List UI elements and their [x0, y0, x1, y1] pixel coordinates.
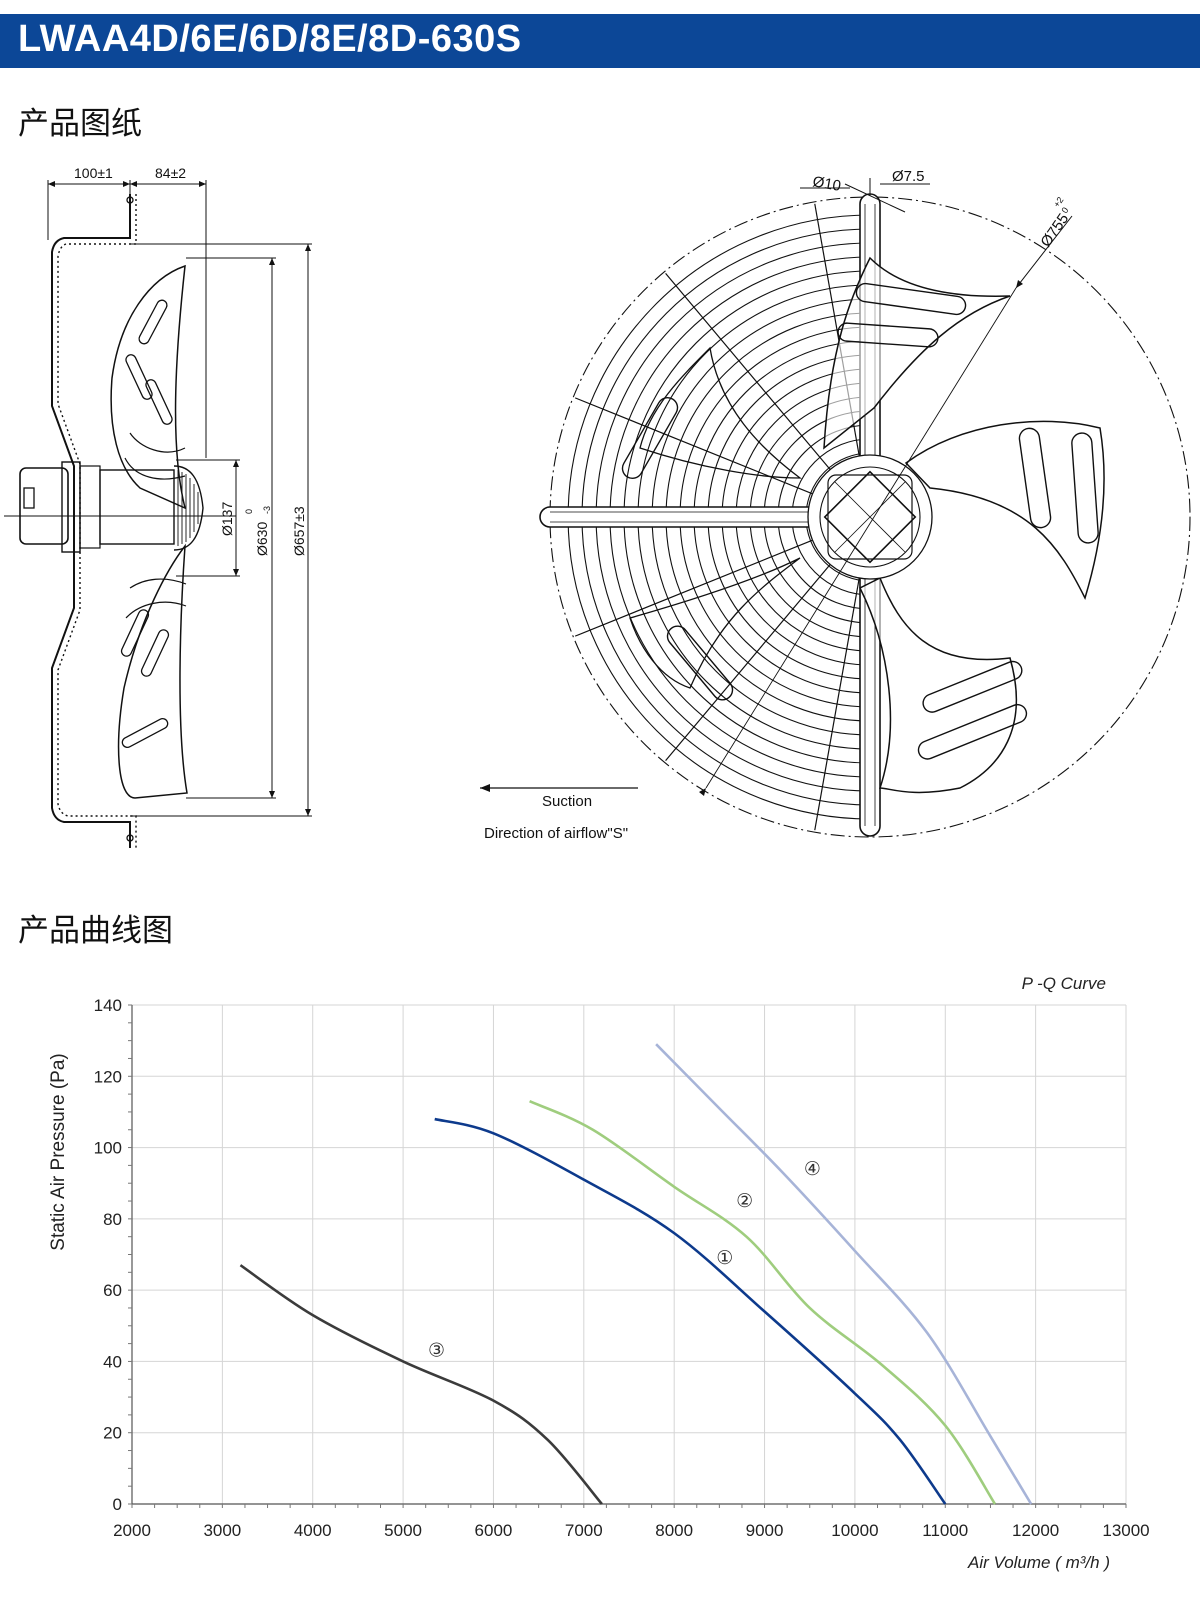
y-tick-label: 60: [103, 1281, 122, 1300]
guard-spoke: [814, 577, 860, 831]
product-model-title: LWAA4D/6E/6D/8E/8D-630S: [18, 18, 522, 60]
x-tick-label: 8000: [655, 1521, 693, 1540]
y-tick-label: 100: [94, 1139, 122, 1158]
product-drawing: 100±1 84±2 Ø137 Ø630 0 -3 Ø657±3: [4, 165, 1191, 848]
pq-curve-chart: 2000 3000 4000 5000 6000 7000 8000 9000 10000 110…: [48, 974, 1150, 1572]
series-line-4: [655, 1043, 1033, 1505]
guard-spoke: [574, 539, 813, 637]
x-tick-label: 4000: [294, 1521, 332, 1540]
x-tick-label: 3000: [203, 1521, 241, 1540]
airflow-direction-label: Direction of airflow"S": [484, 825, 628, 842]
dim-mount-tol-lower: 0: [1059, 205, 1070, 215]
dim-blade-tol-upper: 0: [244, 509, 254, 514]
chart-grid: [131, 1004, 1127, 1505]
x-tick-label: 11000: [922, 1521, 968, 1540]
chart-y-axis-label: Static Air Pressure (Pa): [48, 1053, 69, 1250]
front-view: [480, 178, 1191, 838]
dim-blade-label: Ø630: [254, 522, 270, 556]
guard-spoke: [574, 397, 813, 495]
dim-hole-label: Ø10: [811, 173, 842, 195]
chart-x-axis-label: Air Volume ( m³/h ): [967, 1553, 1110, 1572]
chart-labels: ① ② ③ ④: [428, 1159, 821, 1362]
drawing-section-title: 产品图纸: [18, 106, 142, 142]
series-label-2: ②: [736, 1191, 753, 1212]
chart-series: [239, 1043, 1033, 1505]
y-tick-label: 40: [103, 1352, 122, 1371]
guard-spoke: [665, 273, 831, 470]
x-tick-label: 2000: [113, 1521, 151, 1540]
series-label-3: ③: [428, 1341, 445, 1362]
dim-blade-tol-lower: -3: [262, 506, 272, 514]
series-line-1: [434, 1117, 947, 1505]
side-view: [4, 180, 312, 848]
dim-hub-label: Ø137: [219, 502, 235, 536]
y-tick-label: 80: [103, 1210, 122, 1229]
series-label-4: ④: [804, 1159, 821, 1180]
y-tick-label: 120: [94, 1067, 122, 1086]
series-line-2: [529, 1100, 997, 1505]
x-tick-label: 9000: [746, 1521, 784, 1540]
dim-depth-label: 100±1: [74, 165, 113, 181]
x-tick-label: 10000: [831, 1521, 878, 1540]
series-label-1: ①: [716, 1248, 733, 1269]
dim-mount-tol-upper: +2: [1051, 195, 1065, 209]
curve-section-title: 产品曲线图: [18, 913, 173, 949]
y-tick-label: 140: [94, 996, 122, 1015]
x-tick-label: 5000: [384, 1521, 422, 1540]
dim-outer-label: Ø657±3: [291, 506, 307, 556]
chart-axes: 2000 3000 4000 5000 6000 7000 8000 9000 10000 110…: [94, 996, 1150, 1540]
y-tick-label: 0: [113, 1495, 122, 1514]
dim-motor-label: 84±2: [155, 165, 186, 181]
dim-slot-label: Ø7.5: [892, 168, 925, 185]
x-tick-label: 13000: [1102, 1521, 1149, 1540]
guard-spoke: [665, 564, 831, 761]
y-tick-label: 20: [103, 1424, 122, 1443]
x-tick-label: 6000: [475, 1521, 513, 1540]
dim-mount-label: Ø755: [1037, 210, 1072, 250]
suction-label: Suction: [542, 793, 592, 810]
x-tick-label: 12000: [1012, 1521, 1059, 1540]
series-line-3: [239, 1264, 603, 1505]
x-tick-label: 7000: [565, 1521, 603, 1540]
chart-title: P -Q Curve: [1022, 974, 1106, 993]
header-bar: LWAA4D/6E/6D/8E/8D-630S: [0, 14, 1200, 68]
